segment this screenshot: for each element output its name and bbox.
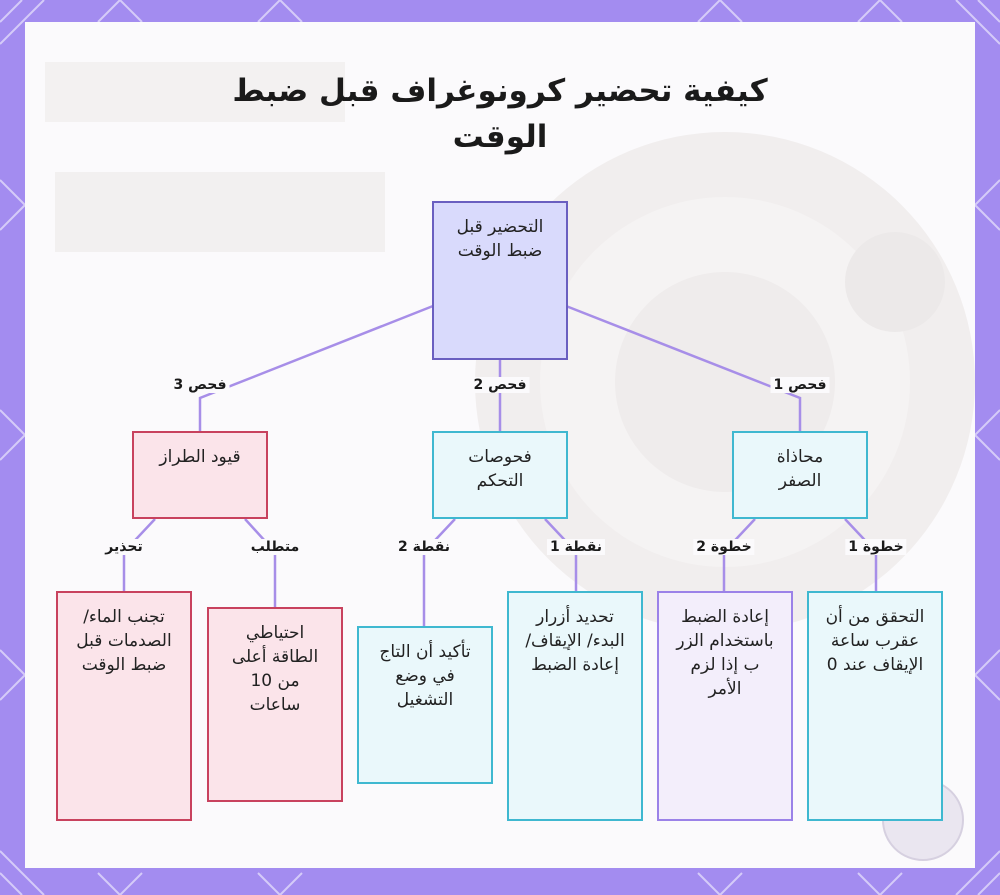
node-root: التحضير قبل ضبط الوقت [432,201,568,360]
edge-style-warning [122,518,156,592]
node-avoid-shocks: تجنب الماء/ الصدمات قبل ضبط الوقت [56,591,192,821]
edge-label-point1: نقطة 1 [546,539,606,555]
edge-label-check2: فحص 2 [470,377,530,393]
node-verify-zero: التحقق من أن عقرب ساعة الإيقاف عند 0 [807,591,943,821]
edge-root-check1 [565,304,802,432]
edge-label-requirement: متطلب [247,539,303,555]
node-identify-buttons: تحديد أزرار البدء/ الإيقاف/ إعادة الضبط [507,591,643,821]
diagram-title: كيفية تحضير كرونوغراف قبل ضبط الوقت [232,73,768,155]
edge-style-requirement [244,518,277,608]
node-control-checks: فحوصات التحكم [432,431,568,519]
node-crown-running: تأكيد أن التاج في وضع التشغيل [357,626,493,784]
edge-label-point2: نقطة 2 [394,539,454,555]
node-style-constraints: قيود الطراز [132,431,268,519]
node-zero-alignment: محاذاة الصفر [732,431,868,519]
edge-label-step2: خطوة 2 [693,539,755,555]
edge-controls-point1 [544,518,578,592]
edge-controls-point2 [422,518,456,627]
edge-label-warning: تحذير [102,539,146,555]
edge-label-check1: فحص 1 [770,377,830,393]
node-reset-button: إعادة الضبط باستخدام الزر ب إذا لزم الأم… [657,591,793,821]
edge-zero-step1 [844,518,878,592]
edge-label-step1: خطوة 1 [845,539,907,555]
edge-root-check3 [198,304,434,432]
edge-zero-step2 [722,518,756,592]
node-power-reserve: احتياطي الطاقة أعلى من 10 ساعات [207,607,343,802]
edge-label-check3: فحص 3 [170,377,230,393]
